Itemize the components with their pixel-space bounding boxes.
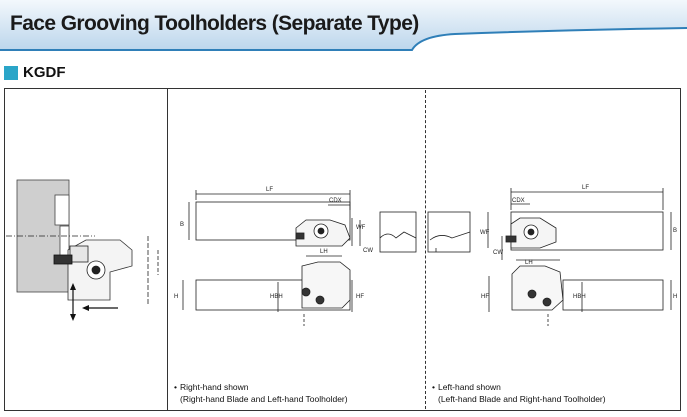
right-hand-blade-views [379, 211, 471, 253]
panel-divider [167, 88, 168, 411]
bullet-icon: • [174, 382, 177, 392]
dim-label-hf: HF [356, 294, 364, 300]
page-title: Face Grooving Toolholders (Separate Type… [10, 12, 419, 35]
dim-label-hbh: HBH [573, 294, 586, 300]
dim-label-h: H [174, 294, 178, 300]
dim-label-b: B [180, 222, 184, 228]
bullet-icon: • [432, 382, 435, 392]
right-hand-side-view [182, 255, 353, 326]
header-band: Face Grooving Toolholders (Separate Type… [0, 0, 687, 52]
left-hand-side-view [488, 259, 672, 326]
dim-label-b: B [673, 228, 677, 234]
dim-label-cdx: CDX [512, 198, 525, 204]
left-hand-note: •Left-hand shown (Left-hand Blade and Ri… [432, 381, 606, 405]
center-dashed-line [425, 90, 426, 409]
left-hand-note-line1: Left-hand shown [438, 382, 501, 392]
right-hand-top-view [188, 190, 361, 247]
dim-label-hbh: HBH [270, 294, 283, 300]
dim-label-cdx: CDX [329, 198, 342, 204]
dim-label-cw: CW [363, 248, 373, 254]
dim-label-hf: HF [481, 294, 489, 300]
left-hand-top-view [487, 188, 672, 260]
drawing-frame [4, 88, 681, 411]
right-hand-note-line2: (Right-hand Blade and Left-hand Toolhold… [180, 394, 348, 404]
section-marker-icon [4, 66, 18, 80]
left-hand-note-line2: (Left-hand Blade and Right-hand Toolhold… [438, 394, 606, 404]
dim-label-lf: LF [266, 187, 273, 193]
dim-label-lh: LH [320, 249, 328, 255]
dim-label-wf: WF [480, 230, 490, 236]
dim-label-lh: LH [525, 260, 533, 266]
header-background [0, 0, 687, 51]
dim-label-h: H [673, 294, 677, 300]
right-hand-note: •Right-hand shown (Right-hand Blade and … [174, 381, 348, 405]
section-label: KGDF [23, 64, 66, 81]
application-illustration [6, 179, 159, 321]
right-hand-note-line1: Right-hand shown [180, 382, 249, 392]
dim-label-wf: WF [356, 225, 366, 231]
dim-label-cw: CW [493, 250, 503, 256]
dim-label-lf: LF [582, 185, 589, 191]
